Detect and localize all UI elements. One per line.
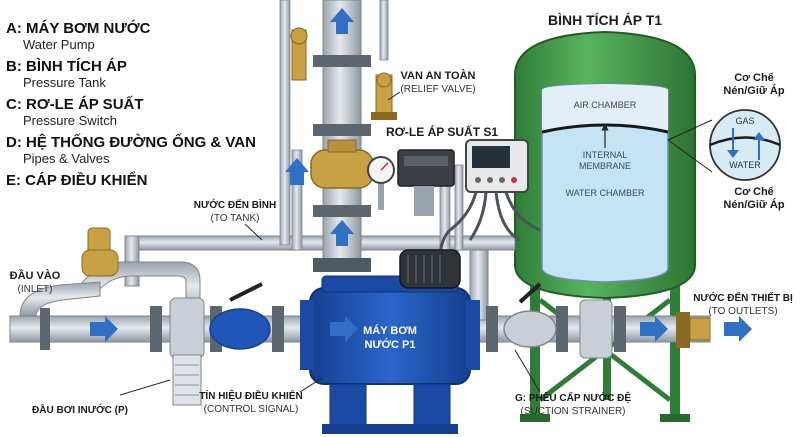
label-sub: (RELIEF VALVE) xyxy=(400,84,476,95)
water-chamber-label: WATER CHAMBER xyxy=(565,188,645,198)
water-label: WATER xyxy=(729,160,761,170)
legend-title: D: HỆ THỐNG ĐƯỜNG ỐNG & VAN xyxy=(6,134,256,151)
control-cables xyxy=(438,191,541,261)
legend-item-a: A: MÁY BƠM NƯỚC Water Pump xyxy=(6,20,206,52)
label-sub: (TO OUTLETS) xyxy=(708,306,778,317)
legend-subtitle: Pipes & Valves xyxy=(23,151,110,166)
legend-subtitle: Pressure Switch xyxy=(23,113,117,128)
legend-title: A: MÁY BƠM NƯỚC xyxy=(6,20,151,37)
pump-label: MÁY BƠM NƯỚC P1 xyxy=(363,325,417,351)
mechanism-zoom xyxy=(667,109,781,181)
water-pump xyxy=(300,275,480,434)
legend: A: MÁY BƠM NƯỚC Water Pump B: BÌNH TÍCH … xyxy=(6,20,256,195)
flow-arrows xyxy=(90,8,752,342)
conduit-lines xyxy=(279,0,464,251)
air-chamber-label: AIR CHAMBER xyxy=(573,100,637,110)
label-main: ĐẦU VÀO xyxy=(9,270,61,282)
digital-controller xyxy=(465,139,529,193)
label-main: RƠ-LE ÁP SUẤT S1 xyxy=(386,125,499,139)
to-outlets-label: NƯỚC ĐẾN THIẾT BỊ (TO OUTLETS) xyxy=(690,292,796,318)
suction-strainer-label: G: PHỄU CẤP NƯỚC ĐỆ (SUCTION STRAINER) xyxy=(508,392,638,418)
brass-check-valve xyxy=(310,139,374,189)
legend-title: C: RƠ-LE ÁP SUẤT xyxy=(6,96,144,113)
label-main: NƯỚC ĐẾN THIẾT BỊ xyxy=(693,293,793,304)
pressure-gauge-icon xyxy=(367,156,395,210)
arrow-icon xyxy=(285,158,309,185)
label-main: G: PHỄU CẤP NƯỚC ĐỆ xyxy=(514,393,632,404)
control-signal-label: TÍN HIỆU ĐIỀU KHIỂN (CONTROL SIGNAL) xyxy=(196,390,306,416)
legend-title: E: CÁP ĐIỀU KHIỂN xyxy=(6,172,148,189)
legend-title: B: BÌNH TÍCH ÁP xyxy=(6,58,127,75)
inlet-label: ĐẦU VÀO (INLET) xyxy=(6,270,64,296)
label-sub: (TO TANK) xyxy=(210,213,260,224)
pressure-switch-box xyxy=(397,149,455,216)
relief-valve xyxy=(290,27,397,120)
legend-subtitle: Pressure Tank xyxy=(23,75,106,90)
arrow-icon xyxy=(330,316,358,342)
arrow-icon xyxy=(724,316,752,342)
relief-valve-label: VAN AN TOÀN (RELIEF VALVE) xyxy=(396,70,480,96)
mechanism-label-bottom: Cơ Chế Nén/Giữ Áp xyxy=(712,186,796,212)
mechanism-subtitle: Nén/Giữ Áp xyxy=(723,85,785,97)
label-sub: (INLET) xyxy=(17,284,53,295)
mechanism-label-top: Cơ Chế Nén/Giữ Áp xyxy=(712,72,796,98)
arrow-icon xyxy=(330,220,354,246)
legend-subtitle: Water Pump xyxy=(23,37,95,52)
label-main: VAN AN TOÀN xyxy=(400,70,476,82)
mechanism-subtitle: Nén/Giữ Áp xyxy=(723,199,785,211)
label-sub: (CONTROL SIGNAL) xyxy=(203,404,299,415)
membrane-label: INTERNAL MEMBRANE xyxy=(578,150,631,171)
mechanism-title: Cơ Chế xyxy=(734,72,774,84)
arrow-icon xyxy=(90,316,118,342)
mechanism-title: Cơ Chế xyxy=(734,186,774,198)
label-main: TÍN HIỆU ĐIỀU KHIỂN xyxy=(199,391,303,402)
legend-item-c: C: RƠ-LE ÁP SUẤT Pressure Switch xyxy=(6,96,206,128)
legend-item-e: E: CÁP ĐIỀU KHIỂN xyxy=(6,172,206,189)
foot-valve-label: ĐẦU BƠI INƯỚC (P) xyxy=(20,404,140,417)
inlet-ball-valves xyxy=(40,282,284,406)
label-sub: (SUCTION STRAINER) xyxy=(520,406,626,417)
arrow-icon xyxy=(640,316,668,342)
pressure-tank xyxy=(514,30,696,300)
arrow-icon xyxy=(330,8,354,34)
legend-item-d: D: HỆ THỐNG ĐƯỜNG ỐNG & VAN Pipes & Valv… xyxy=(6,134,256,166)
label-main: NƯỚC ĐẾN BÌNH xyxy=(193,200,277,211)
legend-item-b: B: BÌNH TÍCH ÁP Pressure Tank xyxy=(6,58,206,90)
tank-title: BÌNH TÍCH ÁP T1 xyxy=(547,12,663,28)
label-main: ĐẦU BƠI INƯỚC (P) xyxy=(32,405,128,416)
outlet-valves xyxy=(486,282,711,359)
leader-lines xyxy=(119,91,541,396)
pressure-switch-label: RƠ-LE ÁP SUẤT S1 xyxy=(386,125,499,139)
to-tank-label: NƯỚC ĐẾN BÌNH (TO TANK) xyxy=(190,199,280,225)
motor-icon xyxy=(399,249,461,289)
gas-label: GAS xyxy=(735,116,755,126)
inlet-brass-valve xyxy=(19,227,119,317)
